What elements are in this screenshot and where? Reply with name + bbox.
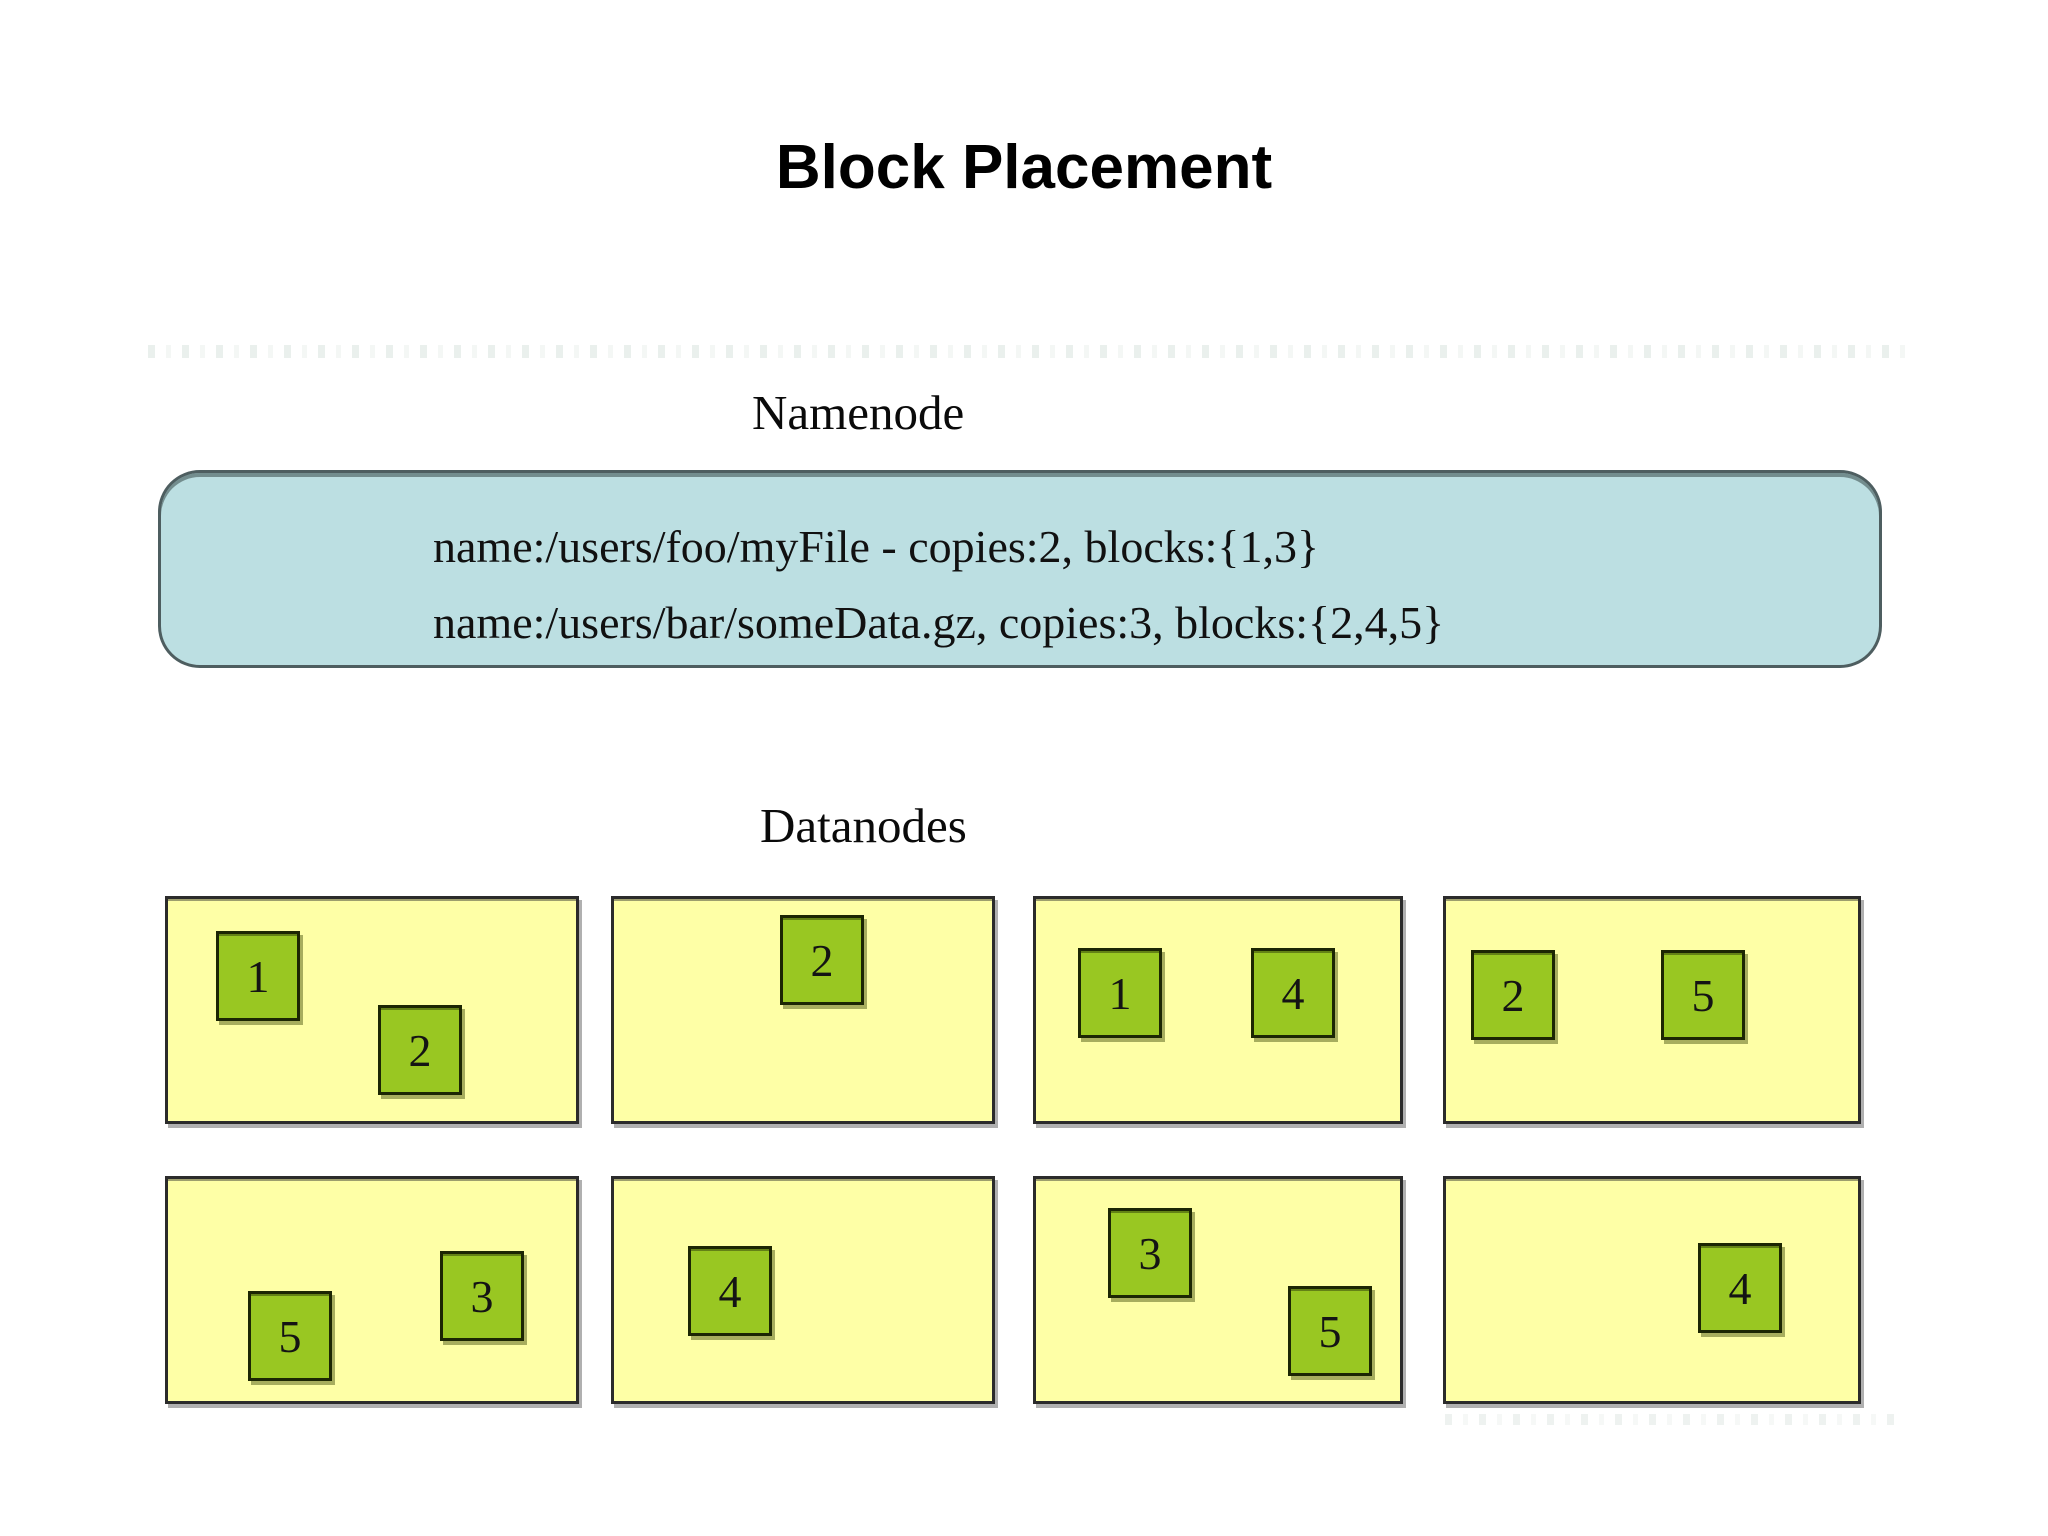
block-5: 5 [248,1291,332,1381]
namenode-record-1: name:/users/foo/myFile - copies:2, block… [433,521,1320,572]
faint-dash-strip-bottom [1445,1414,1897,1425]
block-4: 4 [1251,948,1335,1038]
namenode-box: name:/users/foo/myFile - copies:2, block… [158,470,1882,668]
block-1: 1 [1078,948,1162,1038]
block-2: 2 [378,1005,462,1095]
block-2: 2 [780,915,864,1005]
block-2: 2 [1471,950,1555,1040]
block-4: 4 [1698,1243,1782,1333]
datanode-2: 2 [611,896,995,1124]
datanode-6: 4 [611,1176,995,1404]
namenode-record-2: name:/users/bar/someData.gz, copies:3, b… [433,597,1445,648]
page-title: Block Placement [775,133,1273,202]
block-4: 4 [688,1246,772,1336]
block-5: 5 [1288,1286,1372,1376]
block-3: 3 [1108,1208,1192,1298]
block-5: 5 [1661,950,1745,1040]
datanodes-label: Datanodes [760,798,967,853]
faint-dash-strip-top [148,345,1910,358]
namenode-records: name:/users/foo/myFile - copies:2, block… [433,509,1444,661]
datanode-8: 4 [1443,1176,1861,1404]
block-3: 3 [440,1251,524,1341]
block-1: 1 [216,931,300,1021]
namenode-label: Namenode [752,385,965,440]
